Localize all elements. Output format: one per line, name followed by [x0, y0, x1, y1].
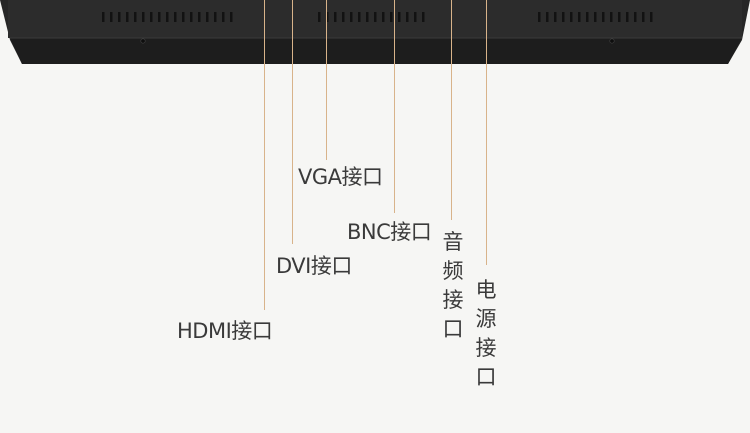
hdmi-leader-line — [264, 0, 265, 310]
monitor-bottom-edge — [0, 0, 750, 70]
screw-left — [140, 38, 146, 44]
bnc-leader-line — [394, 0, 395, 213]
monitor-body-graphic — [0, 0, 750, 64]
vga-port-label: VGA接口 — [298, 165, 383, 189]
audio-leader-line — [451, 0, 452, 220]
vga-leader-line — [326, 0, 327, 160]
hdmi-port-label: HDMI接口 — [177, 319, 273, 343]
vent-center — [318, 12, 425, 22]
power-leader-line — [486, 0, 487, 265]
screw-right — [609, 38, 615, 44]
vent-left — [102, 12, 233, 22]
vent-right — [538, 12, 653, 22]
dvi-port-label: DVI接口 — [276, 254, 352, 278]
audio-port-label: 音频接口 — [442, 230, 464, 341]
power-port-label: 电源接口 — [475, 278, 497, 389]
bnc-port-label: BNC接口 — [347, 220, 432, 244]
dvi-leader-line — [292, 0, 293, 244]
